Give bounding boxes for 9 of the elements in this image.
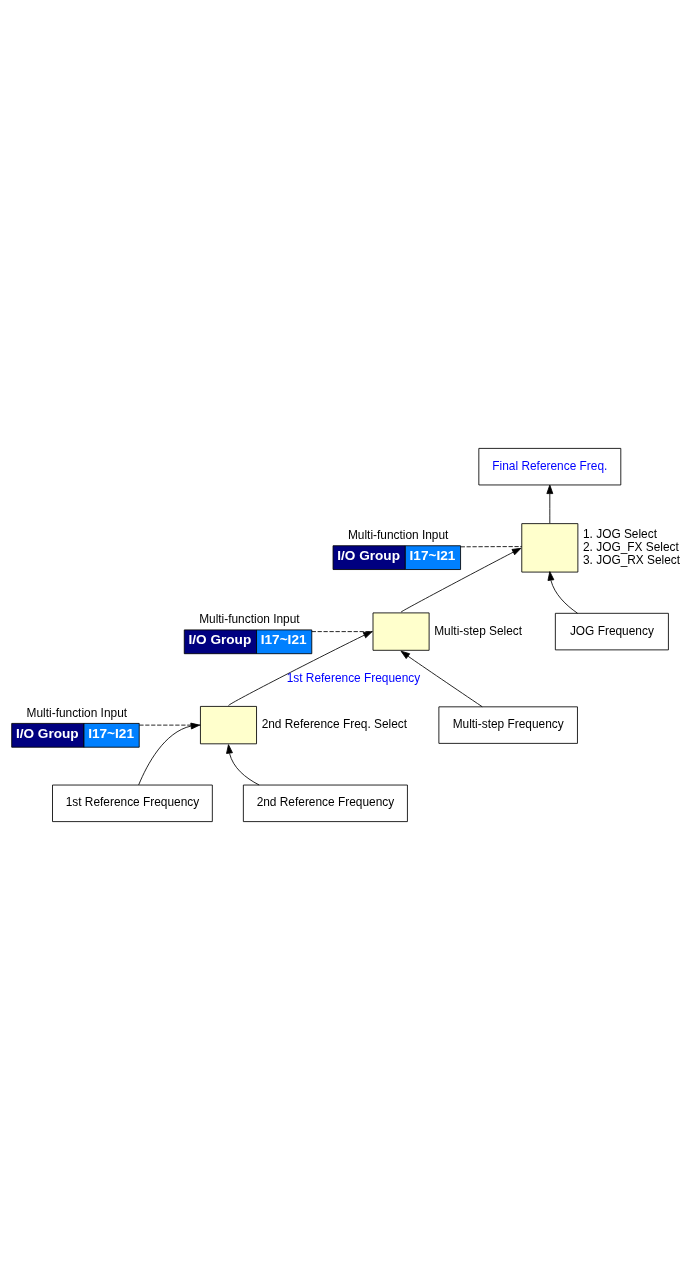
node-label: Multi-function Input: [199, 612, 300, 627]
node-label: 2nd Reference Freq. Select: [261, 717, 408, 732]
node-label: Multi-step Select: [434, 623, 523, 638]
node-label: 1. JOG Select: [582, 527, 657, 542]
node-label: Multi-function Input: [26, 705, 128, 720]
node-label: 2. JOG_FX Select: [582, 540, 679, 555]
node-label: Multi-function Input: [347, 528, 449, 543]
edge-label: 1st Reference Frequency: [286, 670, 421, 685]
node-label: 3. JOG_RX Select: [582, 552, 681, 567]
